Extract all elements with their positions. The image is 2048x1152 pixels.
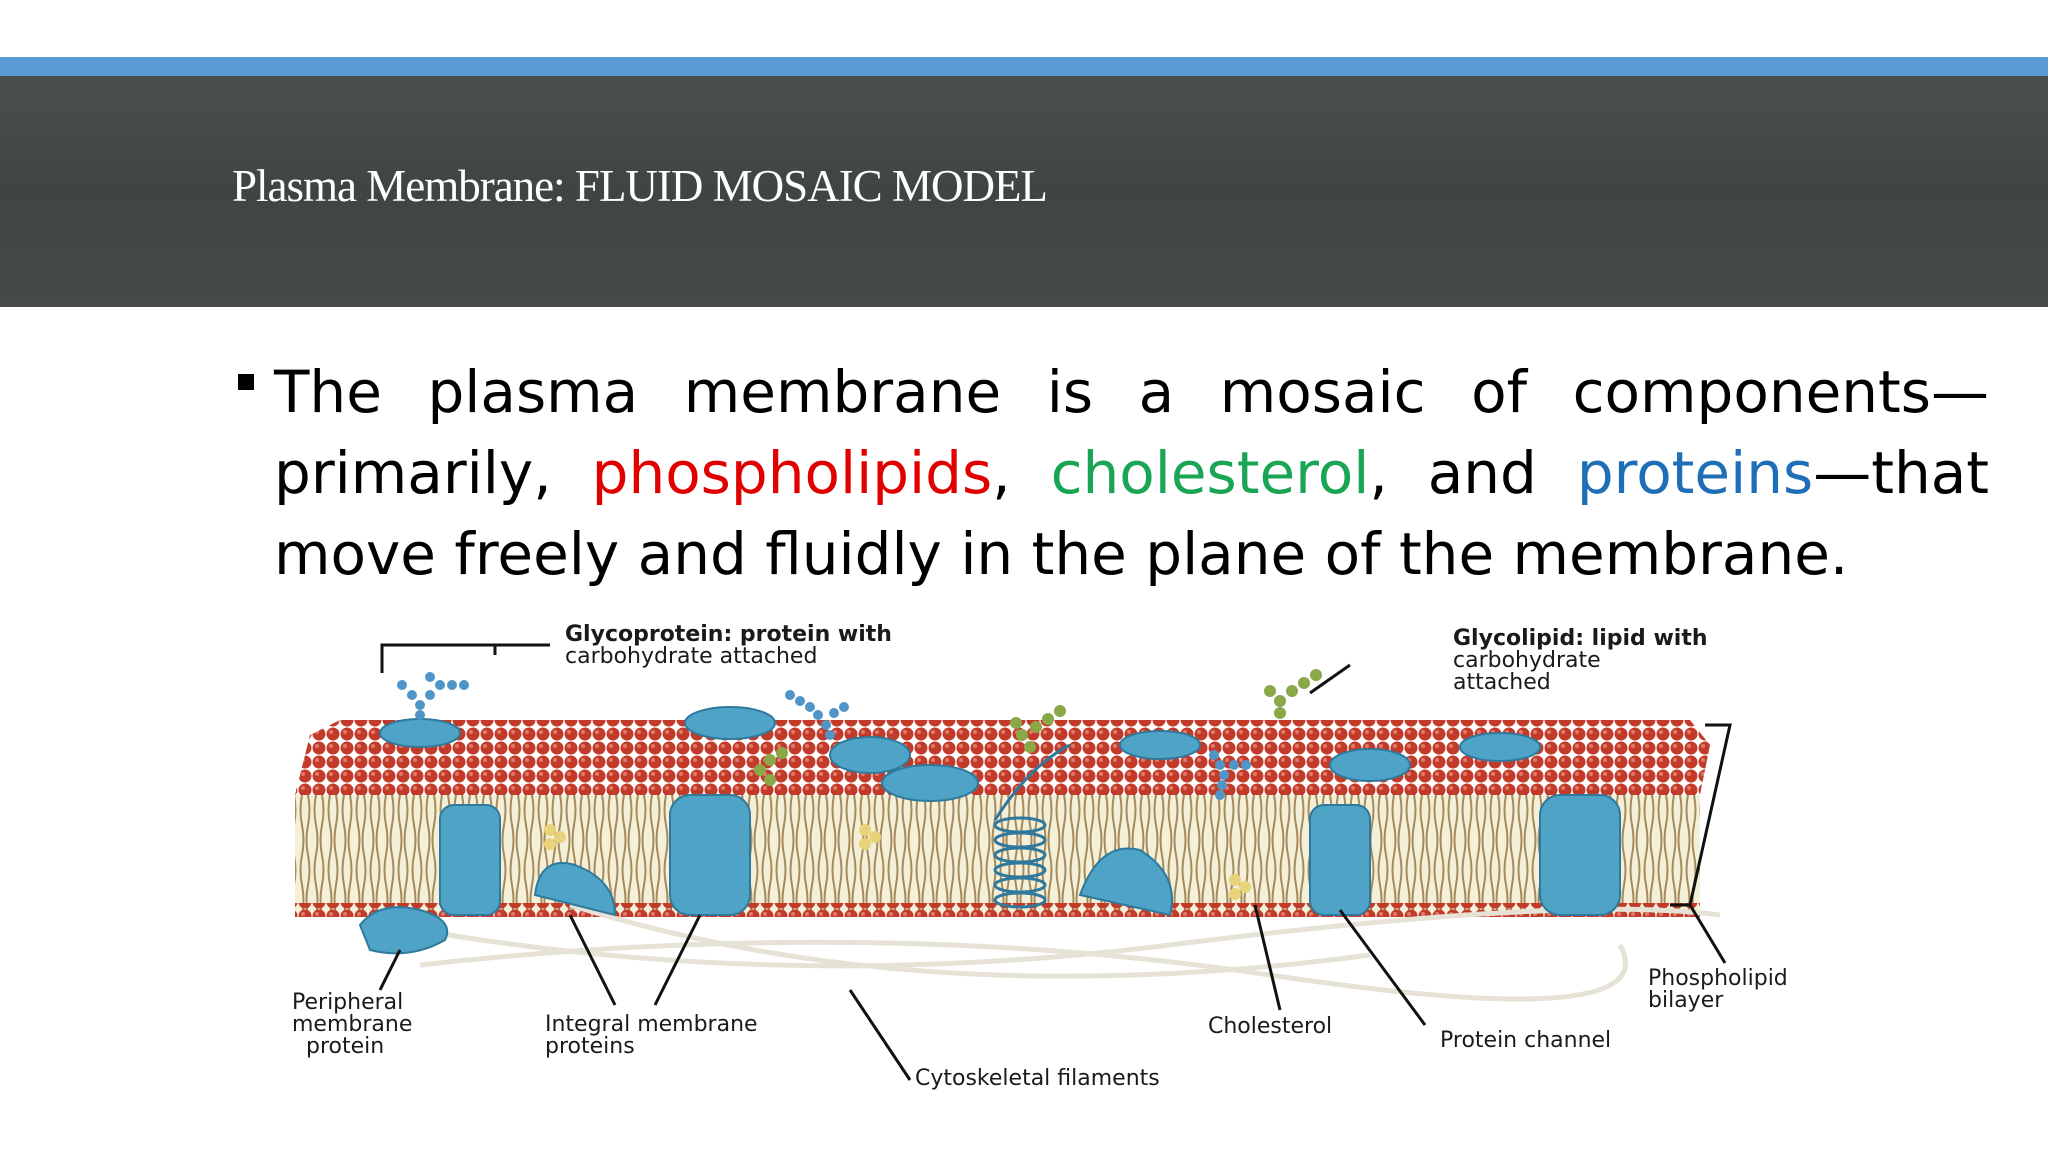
glycolipid-chain-shape: [754, 669, 1322, 786]
glycolipid-label: Glycolipid: lipid with: [1453, 626, 1708, 651]
title-banner: [0, 76, 2048, 307]
bilayer-label-line2: bilayer: [1648, 988, 1724, 1013]
glycoprotein-label: Glycoprotein: protein with: [565, 622, 892, 647]
peripheral-protein-shape: [358, 906, 449, 955]
glycolipid-label-line3: attached: [1453, 670, 1551, 695]
protein-channel-label: Protein channel: [1440, 1028, 1611, 1053]
bullet-text-part: ,: [992, 439, 1051, 507]
membrane-side-face: [295, 795, 1700, 915]
glycoprotein-label-line2: carbohydrate attached: [565, 644, 817, 669]
bullet-text-part: The plasma membrane is a mosaic of compo…: [274, 358, 1989, 507]
accent-bar: [0, 57, 2048, 76]
bullet-text: The plasma membrane is a mosaic of compo…: [274, 352, 1989, 595]
glycoprotein-chain-shape: [397, 672, 1251, 800]
peripheral-label-line1: Peripheral: [292, 990, 403, 1015]
cholesterol-shape: [544, 824, 1251, 900]
cytoskeletal-label: Cytoskeletal filaments: [915, 1066, 1160, 1091]
proteins-term: proteins: [1576, 439, 1814, 507]
integral-label-line1: Integral membrane: [545, 1012, 758, 1037]
integral-label-line2: proteins: [545, 1034, 635, 1059]
protein-helix-shape: [993, 743, 1071, 909]
cholesterol-label: Cholesterol: [1208, 1014, 1332, 1039]
bilayer-label-line1: Phospholipid: [1648, 966, 1788, 991]
peripheral-label-line2: membrane: [292, 1012, 412, 1037]
peripheral-label-line3: protein: [306, 1034, 384, 1059]
bullet-square-icon: [238, 374, 254, 390]
integral-proteins-shape: [379, 706, 1621, 917]
membrane-diagram: Glycoprotein: protein with carbohydrate …: [292, 622, 1788, 1091]
glycolipid-label-line2: carbohydrate: [1453, 648, 1601, 673]
slide-title: Plasma Membrane: FLUID MOSAIC MODEL: [232, 161, 1048, 211]
leader-lines: [378, 643, 1732, 1081]
phospholipids-term: phospholipids: [591, 439, 993, 507]
bullet-text-part: , and: [1369, 439, 1577, 507]
bullet-text-part: —that move freely and fluidly in the pla…: [274, 439, 1989, 588]
cholesterol-term: cholesterol: [1050, 439, 1370, 507]
